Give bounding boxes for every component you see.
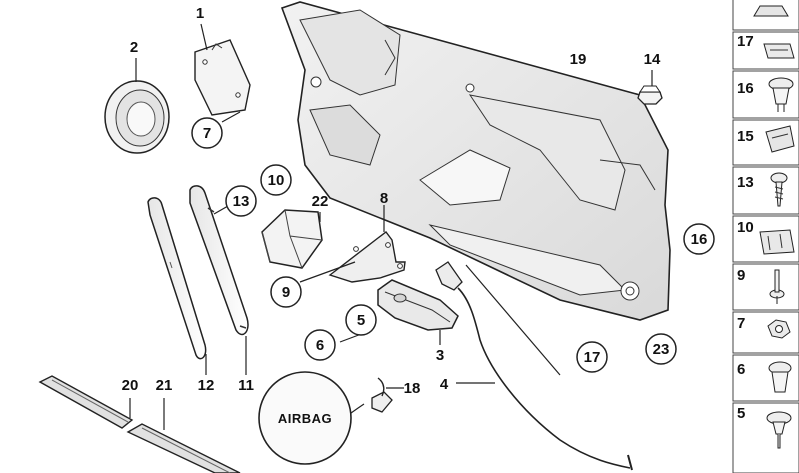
callout-20: 20 [122, 377, 139, 394]
callout-22: 22 [312, 193, 329, 210]
parts-legend: 17 16 15 13 [732, 0, 799, 473]
spring-nut-clip-icon [763, 43, 795, 59]
legend-label: 13 [737, 174, 754, 191]
callout-11: 11 [238, 377, 254, 394]
svg-text:22: 22 [312, 193, 329, 210]
svg-text:17: 17 [584, 349, 601, 366]
svg-text:21: 21 [156, 377, 173, 394]
legend-row: 10 [732, 215, 799, 263]
svg-text:10: 10 [268, 172, 285, 189]
legend-label: 16 [737, 80, 754, 97]
svg-text:16: 16 [691, 231, 708, 248]
speaker-cover [194, 39, 251, 116]
svg-text:7: 7 [203, 125, 211, 142]
callout-13: 13 [225, 185, 257, 217]
svg-text:3: 3 [436, 347, 444, 364]
svg-text:9: 9 [282, 284, 290, 301]
expanding-nut-icon [768, 361, 792, 393]
callout-2: 2 [130, 39, 138, 56]
svg-text:12: 12 [198, 377, 215, 394]
callout-14: 14 [644, 51, 661, 68]
legend-label: 9 [737, 267, 745, 284]
clip-top-icon [753, 5, 789, 17]
legend-label: 15 [737, 128, 754, 145]
expanding-rivet [637, 85, 663, 105]
legend-label: 5 [737, 405, 745, 422]
legend-label: 10 [737, 219, 754, 236]
svg-text:19: 19 [570, 51, 587, 68]
push-pin-icon [769, 269, 785, 304]
retaining-clip-icon [759, 229, 795, 255]
svg-text:13: 13 [233, 193, 250, 210]
svg-text:5: 5 [357, 312, 365, 329]
callout-16: 16 [683, 223, 715, 255]
svg-text:14: 14 [644, 51, 661, 68]
callout-3: 3 [436, 347, 444, 364]
callout-1: 1 [196, 5, 204, 22]
callout-8: 8 [380, 190, 388, 207]
airbag-warning-disc: AIRBAG [258, 371, 352, 465]
legend-row: 7 [732, 311, 799, 354]
svg-text:6: 6 [316, 337, 324, 354]
cable-holder [435, 261, 463, 291]
callout-12: 12 [198, 377, 215, 394]
speaker-ring [104, 80, 170, 154]
callout-7: 7 [191, 117, 223, 149]
legend-row: 9 [732, 263, 799, 311]
bracket-block [261, 209, 323, 269]
svg-text:8: 8 [380, 190, 388, 207]
callout-19: 19 [570, 51, 587, 68]
hex-nut-icon [767, 319, 791, 339]
callout-21: 21 [156, 377, 173, 394]
bowden-cable [457, 287, 631, 469]
legend-row: 5 [732, 402, 799, 473]
trim-strip-inner [189, 185, 249, 336]
washer-screw-icon [766, 411, 792, 449]
legend-row: 13 [732, 166, 799, 215]
svg-text:20: 20 [122, 377, 139, 394]
legend-label: 17 [737, 33, 754, 50]
svg-text:1: 1 [196, 5, 204, 22]
callout-10: 10 [260, 164, 292, 196]
legend-row: 6 [732, 354, 799, 402]
legend-row: 17 [732, 31, 799, 70]
callout-4: 4 [440, 376, 449, 393]
cable-end [627, 454, 633, 471]
screw-icon [770, 172, 788, 207]
svg-text:23: 23 [653, 341, 670, 358]
metal-bracket [328, 231, 406, 283]
legend-row: 15 [732, 119, 799, 166]
callout-23: 23 [645, 333, 677, 365]
sill-strip-20 [38, 375, 134, 429]
svg-text:18: 18 [404, 380, 421, 397]
legend-label: 6 [737, 361, 745, 378]
sill-strip-21 [126, 423, 241, 473]
airbag-label: AIRBAG [278, 411, 332, 426]
expanding-rivet-icon [768, 77, 794, 112]
legend-label: 7 [737, 315, 745, 332]
legend-row [732, 0, 799, 31]
legend-row: 16 [732, 70, 799, 119]
trim-strip-outer [147, 197, 207, 360]
callout-18: 18 [404, 380, 421, 397]
door-trim-panel [280, 1, 671, 321]
callout-6: 6 [304, 329, 336, 361]
callout-5: 5 [345, 304, 377, 336]
callout-17: 17 [576, 341, 608, 373]
callout-9: 9 [270, 276, 302, 308]
svg-text:4: 4 [440, 376, 449, 393]
door-handle [377, 279, 459, 331]
svg-text:11: 11 [238, 377, 254, 394]
svg-text:2: 2 [130, 39, 138, 56]
clip-icon [765, 125, 795, 153]
